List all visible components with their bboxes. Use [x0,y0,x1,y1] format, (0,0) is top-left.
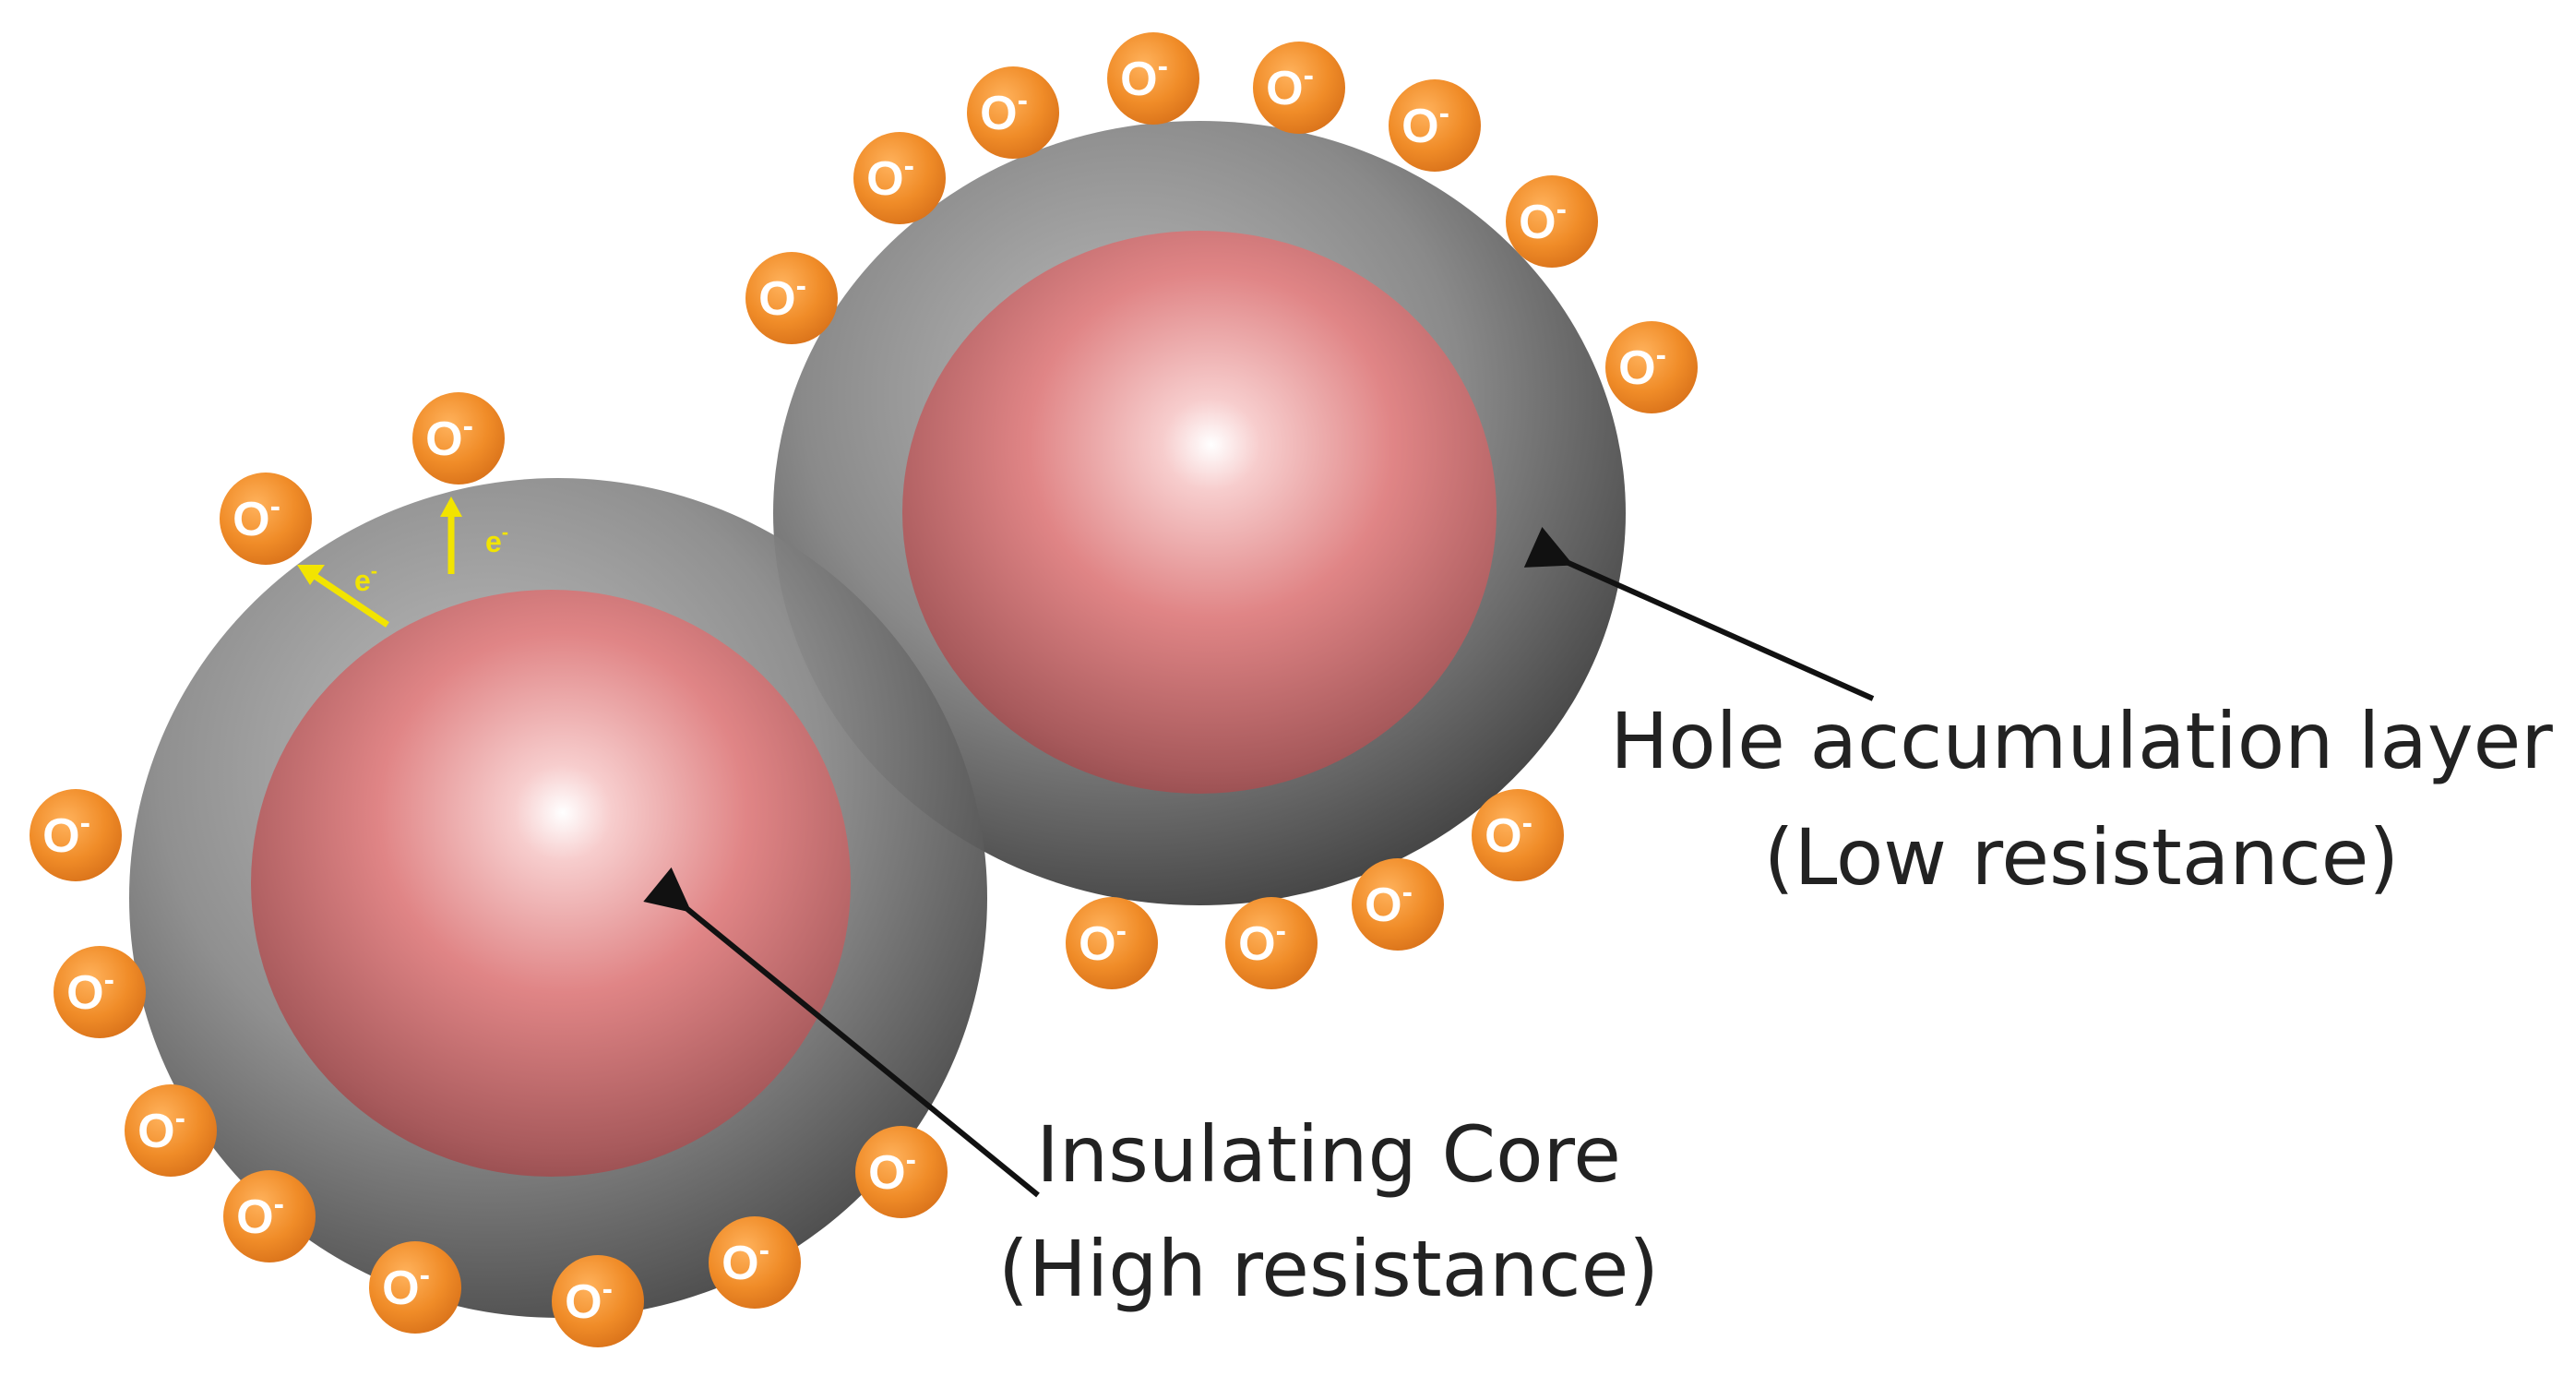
electron-label-2: e- [485,520,508,558]
electron-arrows: e- e- [297,497,508,628]
labels: Hole accumulation layer (Low resistance)… [998,696,2553,1314]
oxygen-ion-circle [552,1255,644,1347]
oxygen-ion: O- [855,1126,948,1218]
oxygen-ion: O- [1253,42,1345,134]
oxygen-ion-label: O- [1519,192,1567,249]
oxygen-ion-label: O- [866,149,914,206]
oxygen-ion-circle [1066,897,1158,989]
oxygen-ion: O- [1225,897,1318,989]
oxygen-ion: O- [1605,321,1698,413]
oxygen-ion-label: O- [233,489,280,546]
oxygen-ion: O- [1352,858,1444,951]
right-core [902,231,1497,794]
oxygen-ion-label: O- [42,806,90,863]
oxygen-ion-label: O- [382,1258,430,1315]
oxygen-ion: O- [1389,79,1481,172]
oxygen-ion: O- [54,946,146,1038]
oxygen-ion-label: O- [1365,875,1413,932]
oxygen-ion-label: O- [1485,806,1532,863]
oxygen-ion: O- [853,132,946,224]
oxygen-ion-circle [1352,858,1444,951]
oxygen-ion-circle [412,392,505,485]
oxygen-ion-label: O- [758,269,806,326]
core-label-line2: (High resistance) [998,1224,1659,1314]
oxygen-ion: O- [1472,789,1564,881]
shell-label-line2: (Low resistance) [1764,812,2399,903]
oxygen-ion-label: O- [137,1101,185,1158]
oxygen-ion-circle [54,946,146,1038]
electron-arrow-2: e- [440,497,508,574]
oxygen-ion-label: O- [425,409,473,466]
oxygen-ion-label: O- [722,1233,769,1290]
oxygen-ion-label: O- [868,1143,916,1200]
oxygen-ion-circle [967,66,1059,159]
oxygen-ion-label: O- [1618,338,1666,395]
oxygen-ion-label: O- [1401,96,1449,153]
oxygen-ion: O- [412,392,505,485]
oxygen-ion: O- [552,1255,644,1347]
oxygen-ion-circle [1472,789,1564,881]
oxygen-ion: O- [967,66,1059,159]
oxygen-ion-circle [220,473,312,565]
core-label-line1: Insulating Core [1036,1109,1621,1200]
pointer-arrows [643,526,1875,1198]
oxygen-ion-circle [1605,321,1698,413]
oxygen-ion: O- [1107,32,1199,125]
oxygen-ion: O- [1506,175,1598,268]
oxygen-ion-label: O- [236,1187,284,1244]
oxygen-ion-label: O- [66,963,114,1020]
electron-arrow-1: e- [297,559,389,628]
oxygen-ion-circle [745,252,838,344]
oxygen-ion-label: O- [1266,58,1314,115]
right-particle [773,121,1626,905]
oxygen-ion-circle [1253,42,1345,134]
electron-label-1: e- [354,559,377,597]
oxygen-ion-circle [223,1170,316,1262]
oxygen-ion-label: O- [565,1272,613,1329]
oxygen-ion-circle [709,1216,801,1309]
oxygen-ion-circle [853,132,946,224]
oxygen-ion: O- [745,252,838,344]
oxygen-ion-label: O- [1238,914,1286,971]
oxygen-ion-circle [1107,32,1199,125]
oxygen-ion: O- [223,1170,316,1262]
shell-pointer-arrow [1523,526,1875,701]
oxygen-ion-circle [30,789,122,881]
oxygen-ion-circle [1225,897,1318,989]
oxygen-ion: O- [709,1216,801,1309]
oxygen-ion: O- [220,473,312,565]
oxygen-ion-circle [125,1084,217,1177]
oxygen-ion: O- [30,789,122,881]
core-pointer-arrow [643,867,1040,1198]
oxygen-ion-label: O- [980,83,1028,140]
left-particle [129,478,987,1318]
oxygen-ion: O- [1066,897,1158,989]
oxygen-ion: O- [369,1241,461,1334]
oxygen-ion-circle [1506,175,1598,268]
oxygen-ion-circle [369,1241,461,1334]
oxygen-ion-circle [855,1126,948,1218]
left-core [251,590,851,1177]
oxygen-ion-label: O- [1079,914,1127,971]
oxygen-ion: O- [125,1084,217,1177]
oxygen-ion-label: O- [1120,49,1168,106]
oxygen-ions: O- O- O- O- O- O- O- O- O- O- O- O- O- O- O- O- O- O- O- O-… [30,32,1698,1347]
oxygen-ion-circle [1389,79,1481,172]
shell-label-line1: Hole accumulation layer [1610,696,2553,786]
